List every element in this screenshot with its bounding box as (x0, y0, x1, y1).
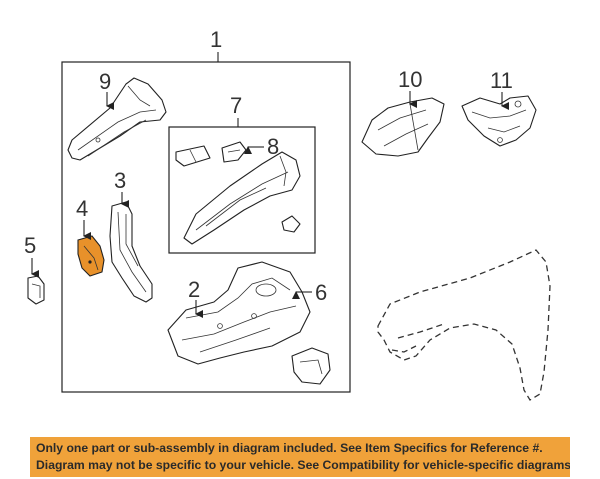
fender-outline (377, 249, 551, 401)
callout-11: 11 (490, 68, 513, 93)
part-4-bracket (77, 235, 105, 277)
callout-3: 3 (114, 168, 126, 193)
callout-5: 5 (24, 233, 36, 258)
assembly-box-7 (168, 126, 316, 254)
callout-2: 2 (188, 277, 200, 302)
callout-7: 7 (230, 93, 242, 118)
callout-6: 6 (315, 280, 327, 305)
notice-line-2: Diagram may not be specific to your vehi… (36, 458, 570, 472)
part-2-lower-bracket (291, 347, 331, 385)
callout-9: 9 (99, 69, 111, 94)
callout-4: 4 (76, 196, 88, 221)
part-7-small-nut (281, 215, 301, 233)
part-11-support (461, 95, 537, 147)
callout-1: 1 (210, 27, 222, 52)
notice-banner: Only one part or sub-assembly in diagram… (30, 437, 570, 477)
part-7-small-plate (175, 145, 211, 167)
part-8-small-bracket (221, 141, 247, 163)
part-9-upper-rail (67, 77, 167, 161)
part-3-reinforcement (109, 201, 153, 303)
assembly-box-1 (61, 61, 351, 393)
part-2-apron (167, 261, 311, 365)
part-7-rail-extension (183, 151, 301, 245)
notice-line-1: Only one part or sub-assembly in diagram… (36, 441, 543, 455)
part-10-wheelhouse (361, 97, 445, 157)
callout-10: 10 (398, 67, 422, 92)
callout-8: 8 (267, 134, 279, 159)
part-5-clip (27, 275, 45, 305)
